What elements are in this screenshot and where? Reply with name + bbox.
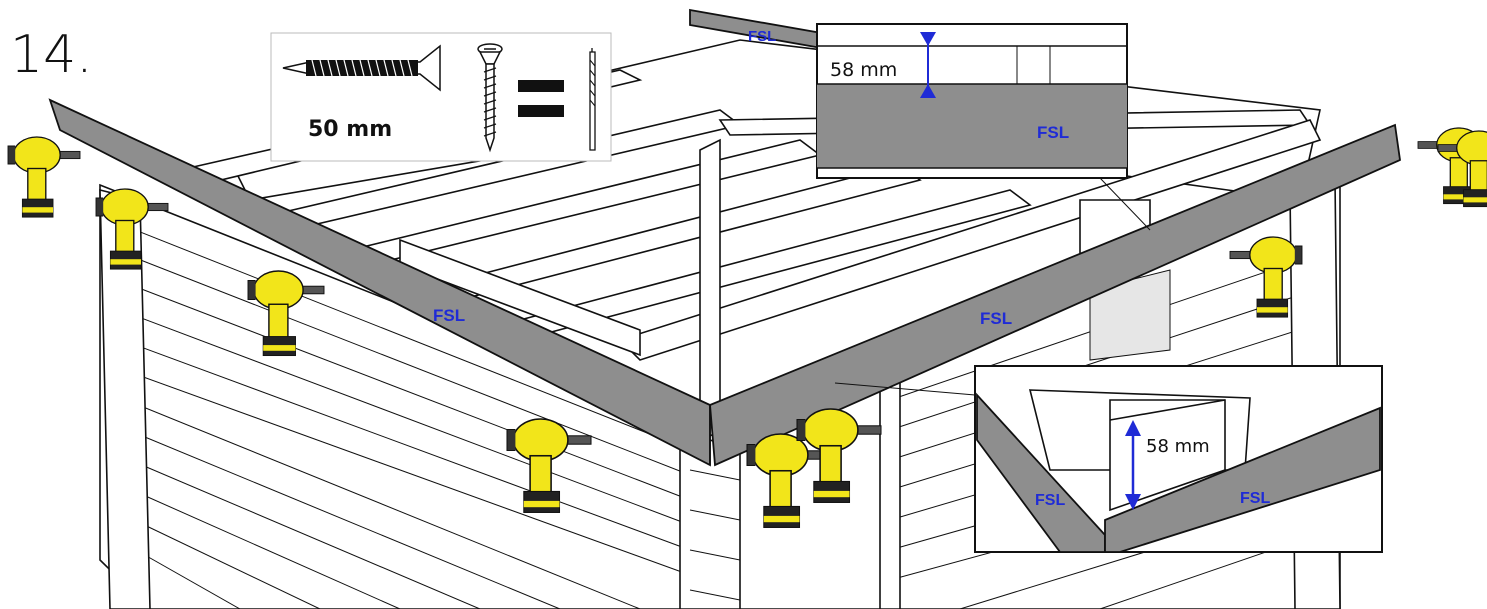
left-wall-siding (109, 219, 691, 609)
bottom-detail-inset: 58 mm FSL FSL (834, 365, 1383, 553)
step-number: 14. (10, 25, 93, 85)
front-right-board-label: FSL (980, 309, 1012, 328)
bottom-inset-right-board-label: FSL (1240, 490, 1270, 507)
fascia-boards (48, 98, 1401, 467)
screw-icon (282, 44, 441, 92)
drill-bit-icon (589, 48, 596, 151)
front-left-board-label: FSL (433, 306, 465, 325)
front-right-board (709, 123, 1401, 467)
hardware-box: 50 mm (270, 32, 612, 162)
bottom-inset-measure-label: 58 mm (1146, 436, 1210, 457)
top-inset-board-label: FSL (1037, 123, 1069, 142)
bottom-inset-left-board-label: FSL (1035, 492, 1065, 509)
equals-icon (518, 80, 564, 117)
wood-screw-icon (477, 43, 503, 153)
top-detail-inset: 58 mm FSL (816, 23, 1151, 231)
screw-length-label: 50 mm (308, 117, 392, 142)
top-back-board-label: FSL (748, 28, 776, 45)
top-inset-measure-label: 58 mm (830, 59, 897, 81)
